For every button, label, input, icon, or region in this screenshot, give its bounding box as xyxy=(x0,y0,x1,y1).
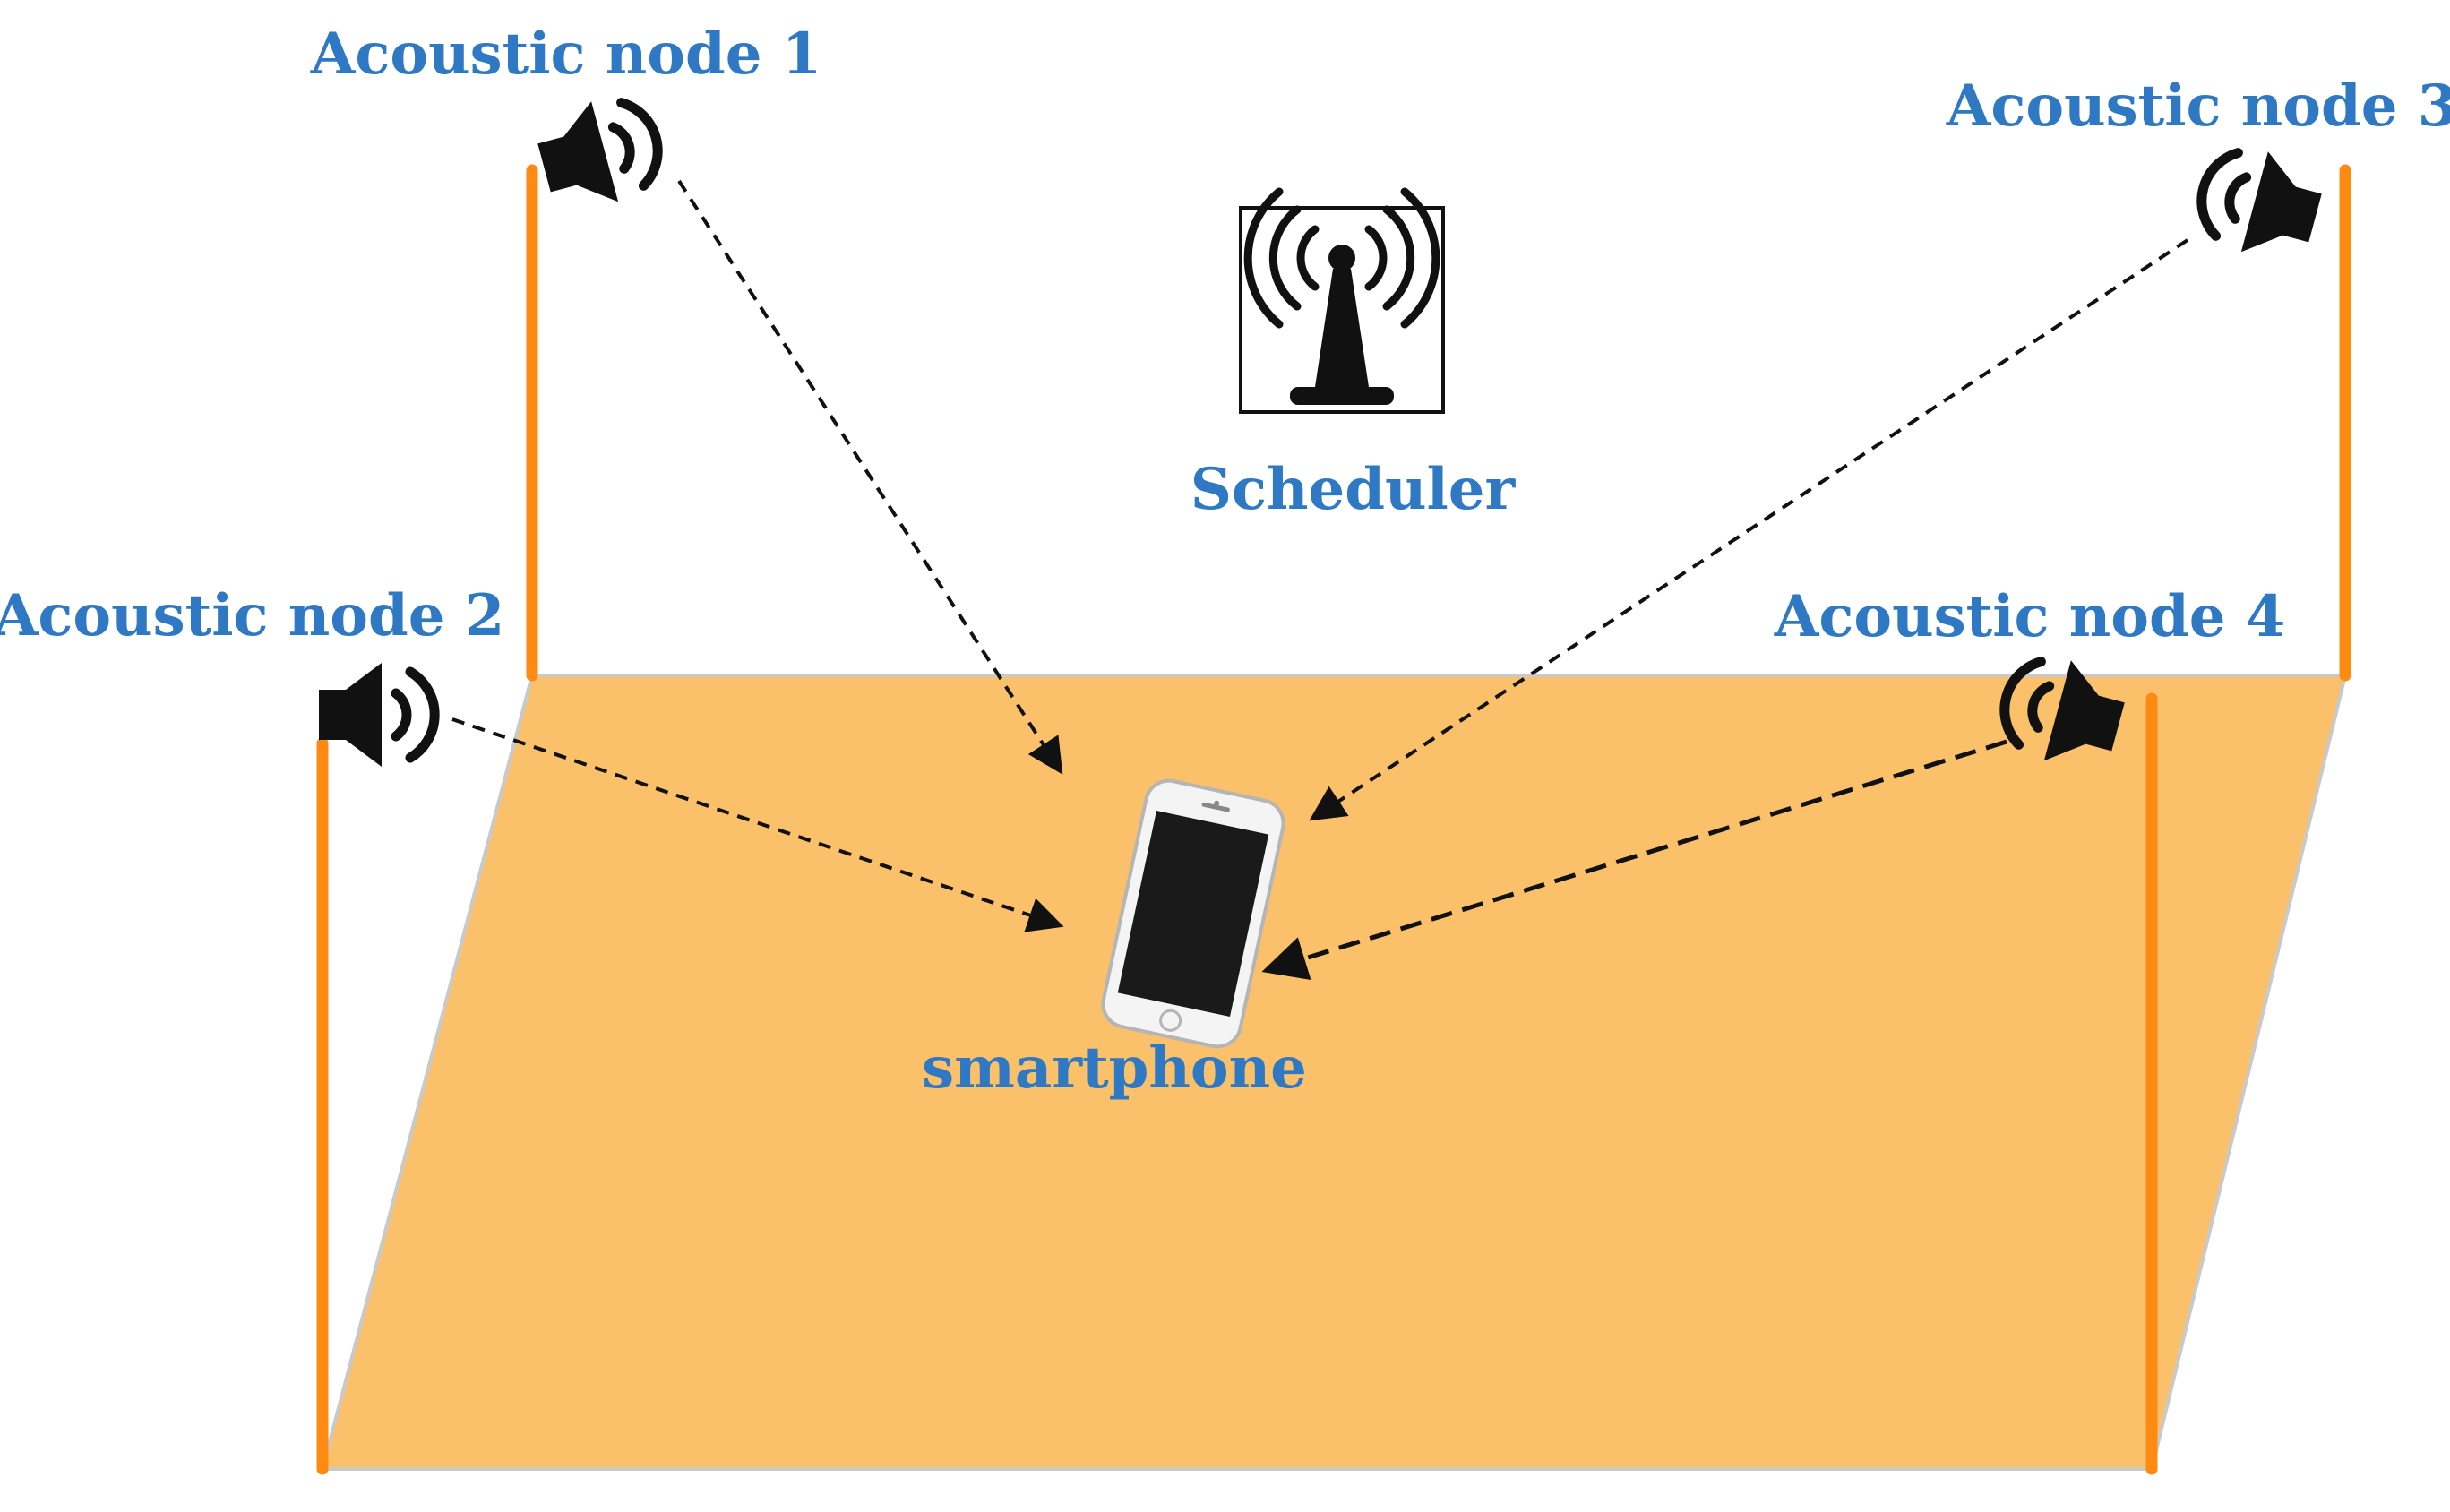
signal-arrows xyxy=(451,179,2189,981)
floor-plane xyxy=(320,674,2348,1471)
antenna-tower-icon xyxy=(1243,187,1440,405)
label-acoustic-node-4: Acoustic node 4 xyxy=(1774,583,2286,650)
label-acoustic-node-3: Acoustic node 3 xyxy=(1946,73,2450,140)
speaker-icon xyxy=(319,663,434,767)
label-scheduler: Scheduler xyxy=(1191,456,1517,523)
arrow-node-1-to-phone xyxy=(677,179,1063,775)
arrow-node-3-to-phone xyxy=(1309,238,2189,821)
label-acoustic-node-1: Acoustic node 1 xyxy=(310,21,822,88)
label-smartphone: smartphone xyxy=(922,1035,1307,1102)
speaker-icon xyxy=(2190,138,2329,268)
label-acoustic-node-2: Acoustic node 2 xyxy=(0,582,504,649)
smartphone-icon xyxy=(1101,778,1285,1049)
speaker-icon xyxy=(530,88,669,218)
scheduler-antenna xyxy=(1239,187,1445,414)
